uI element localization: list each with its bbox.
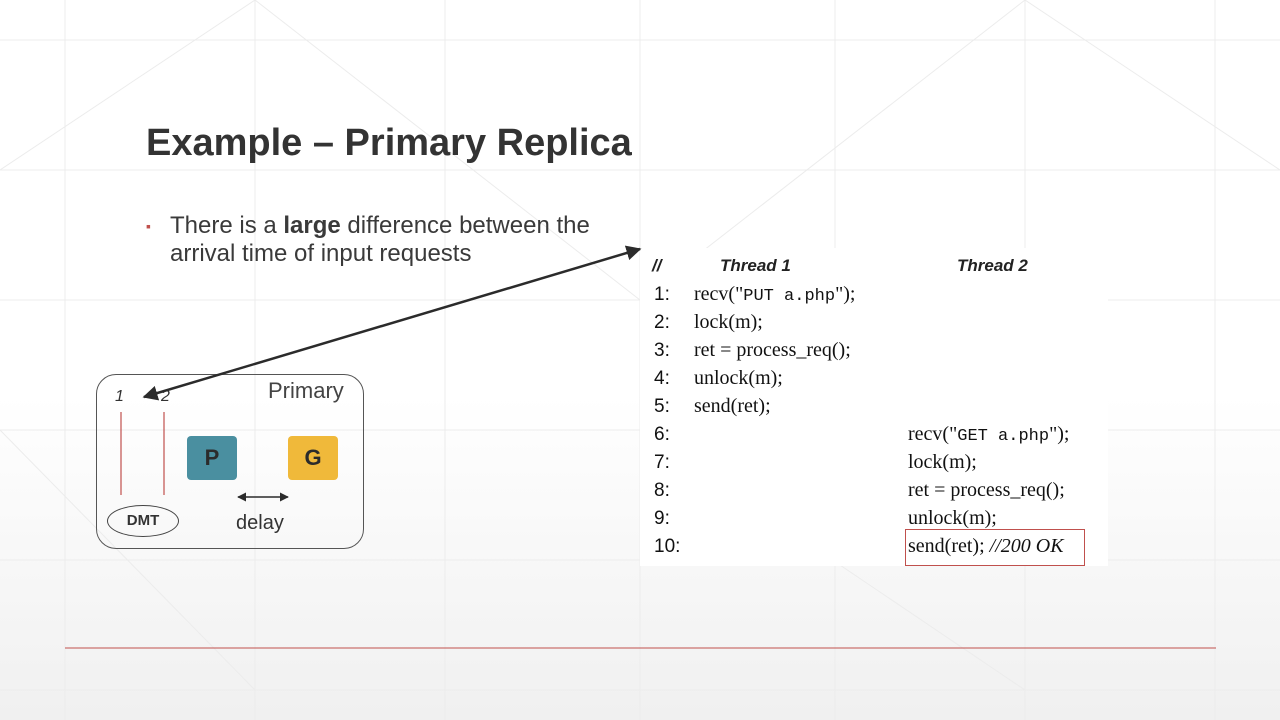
code-listing: // Thread 1 Thread 2 1: recv("PUT a.php")…: [640, 248, 1108, 566]
thread-1-header: Thread 1: [720, 256, 791, 275]
code-statement: lock(m);: [694, 311, 763, 333]
line-number: 9:: [654, 508, 670, 529]
delay-label: delay: [236, 512, 284, 534]
code-statement: lock(m);: [908, 451, 977, 473]
line-number: 10:: [654, 536, 681, 557]
slide-title: Example – Primary Replica: [146, 122, 632, 164]
code-statement: send(ret); //200 OK: [908, 535, 1064, 557]
code-statement: ret = process_req();: [908, 479, 1065, 501]
code-statement: unlock(m);: [694, 367, 783, 389]
highlight-box: [905, 529, 1085, 566]
comment-header: //: [652, 256, 662, 275]
line-number: 4:: [654, 368, 670, 389]
line-number: 7:: [654, 452, 670, 473]
g-square: G: [288, 436, 338, 480]
code-statement: recv("GET a.php");: [908, 423, 1070, 446]
line-number: 1:: [654, 284, 670, 305]
thread-label-1: 1: [115, 388, 124, 405]
code-statement: ret = process_req();: [694, 339, 851, 361]
code-statement: recv("PUT a.php");: [694, 283, 856, 306]
line-number: 6:: [654, 424, 670, 445]
dmt-ellipse: DMT: [107, 505, 179, 537]
pointer-arrow: [142, 245, 642, 401]
bullet-bold-word: large: [283, 212, 341, 239]
line-number: 5:: [654, 396, 670, 417]
bullet-marker-icon: ▪: [146, 218, 151, 234]
thread-2-header: Thread 2: [957, 256, 1028, 275]
line-number: 2:: [654, 312, 670, 333]
p-square: P: [187, 436, 237, 480]
line-number: 8:: [654, 480, 670, 501]
code-statement: unlock(m);: [908, 507, 997, 529]
code-statement: send(ret);: [694, 395, 771, 417]
line-number: 3:: [654, 340, 670, 361]
code-comment: //200 OK: [989, 535, 1064, 557]
